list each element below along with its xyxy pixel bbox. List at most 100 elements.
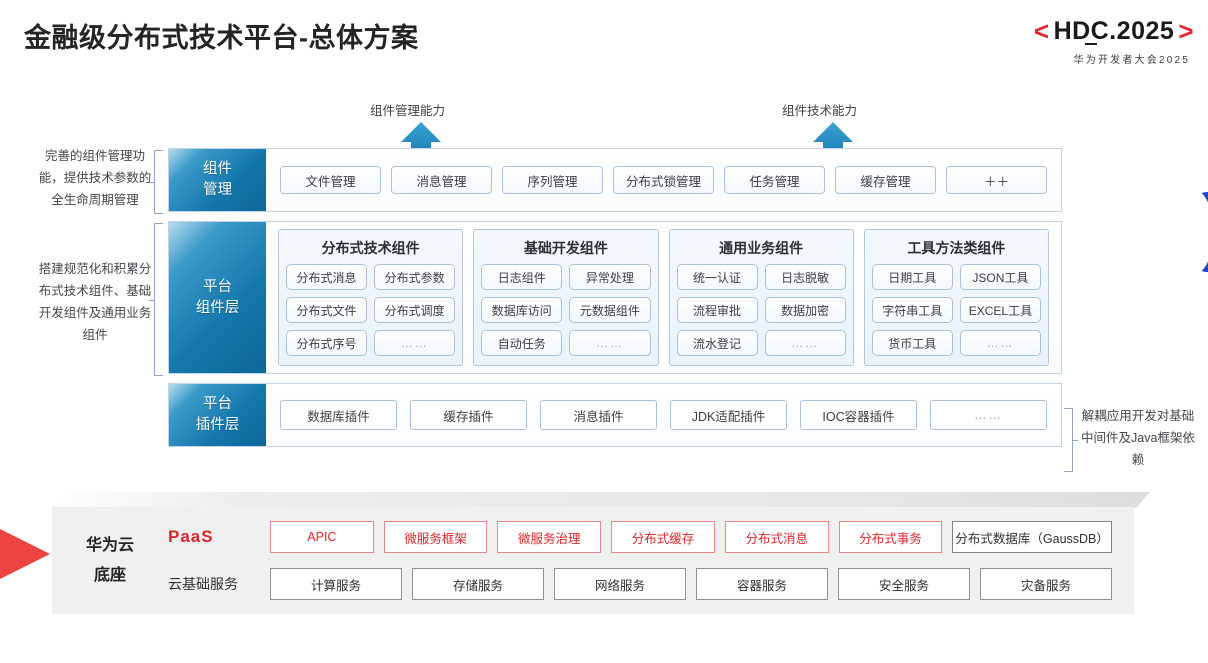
- box-container-service[interactable]: 容器服务: [696, 568, 828, 600]
- chip-jdk-adapter-plugin[interactable]: JDK适配插件: [670, 400, 787, 430]
- group-common-business: 通用业务组件 统一认证 日志脱敏 流程审批 数据加密 流水登记 ……: [668, 229, 854, 366]
- chip-distributed-scheduling[interactable]: 分布式调度: [374, 297, 456, 323]
- chip-metadata-component[interactable]: 元数据组件: [569, 297, 651, 323]
- chip-database-plugin[interactable]: 数据库插件: [280, 400, 397, 430]
- cloud-infra-row-label: 云基础服务: [168, 576, 238, 592]
- box-compute-service[interactable]: 计算服务: [270, 568, 402, 600]
- box-microservice-governance[interactable]: 微服务治理: [497, 521, 602, 553]
- chip-data-encryption[interactable]: 数据加密: [764, 297, 846, 323]
- chip-log-masking[interactable]: 日志脱敏: [764, 264, 846, 290]
- box-microservice-framework[interactable]: 微服务框架: [383, 521, 488, 553]
- chip-sequence-management[interactable]: 序列管理: [502, 166, 603, 194]
- layer-label-plugin: 平台 插件层: [169, 384, 266, 446]
- huawei-cloud-base: 华为云 底座 PaaS APIC 微服务框架 微服务治理 分布式缓存 分布式消息…: [44, 492, 1150, 622]
- layer-label-line1: 平台: [203, 396, 232, 412]
- group-grid: 统一认证 日志脱敏 流程审批 数据加密 流水登记 ……: [676, 264, 846, 358]
- chip-currency-tool[interactable]: 货币工具: [871, 330, 953, 356]
- chip-unified-auth[interactable]: 统一认证: [676, 264, 758, 290]
- chip-distributed-lock-management[interactable]: 分布式锁管理: [613, 166, 714, 194]
- chip-task-management[interactable]: 任务管理: [724, 166, 825, 194]
- chip-date-tool[interactable]: 日期工具: [871, 264, 953, 290]
- side-note-top: 完善的组件管理功能，提供技术参数的全生命周期管理: [38, 149, 152, 207]
- group-title: 分布式技术组件: [321, 240, 420, 256]
- side-note-mid: 搭建规范化和积累分布式技术组件、基础开发组件及通用业务组件: [38, 262, 152, 342]
- red-wedge-decoration: [0, 512, 50, 596]
- group-grid: 日期工具 JSON工具 字符串工具 EXCEL工具 货币工具 ……: [871, 264, 1041, 358]
- chip-file-management[interactable]: 文件管理: [280, 166, 381, 194]
- hdc-logo-text: HDC.2025: [1053, 17, 1175, 45]
- layer-label-management: 组件 管理: [169, 149, 266, 211]
- cloud-infra-row: 云基础服务 计算服务 存储服务 网络服务 容器服务 安全服务 灾备服务: [168, 567, 1112, 601]
- layer-body-management: 文件管理 消息管理 序列管理 分布式锁管理 任务管理 缓存管理 ＋＋: [266, 149, 1061, 211]
- chip-json-tool[interactable]: JSON工具: [959, 264, 1041, 290]
- chip-more-2[interactable]: ……: [764, 330, 846, 356]
- group-title: 通用业务组件: [719, 240, 804, 256]
- paas-row: PaaS APIC 微服务框架 微服务治理 分布式缓存 分布式消息 分布式事务 …: [168, 520, 1112, 554]
- chip-exception-handling[interactable]: 异常处理: [569, 264, 651, 290]
- chip-message-management[interactable]: 消息管理: [391, 166, 492, 194]
- chip-cache-management[interactable]: 缓存管理: [835, 166, 936, 194]
- group-basic-development: 基础开发组件 日志组件 异常处理 数据库访问 元数据组件 自动任务 ……: [473, 229, 659, 366]
- box-apic[interactable]: APIC: [270, 521, 374, 553]
- chip-distributed-sequence[interactable]: 分布式序号: [286, 330, 368, 356]
- layer-platform-components: 平台 组件层 分布式技术组件 分布式消息 分布式参数 分布式文件 分布式调度 分…: [168, 221, 1062, 374]
- chip-message-plugin[interactable]: 消息插件: [540, 400, 657, 430]
- layer-label-platform-components: 平台 组件层: [169, 222, 266, 373]
- box-disaster-recovery-service[interactable]: 灾备服务: [980, 568, 1112, 600]
- architecture-stack: 组件 管理 文件管理 消息管理 序列管理 分布式锁管理 任务管理 缓存管理 ＋＋…: [168, 148, 1062, 456]
- box-storage-service[interactable]: 存储服务: [412, 568, 544, 600]
- chip-distributed-parameter[interactable]: 分布式参数: [374, 264, 456, 290]
- layer-body-platform-components: 分布式技术组件 分布式消息 分布式参数 分布式文件 分布式调度 分布式序号 ………: [266, 222, 1061, 373]
- group-grid: 日志组件 异常处理 数据库访问 元数据组件 自动任务 ……: [481, 264, 651, 358]
- chip-automatic-task[interactable]: 自动任务: [481, 330, 563, 356]
- layer-plugin: 平台 插件层 数据库插件 缓存插件 消息插件 JDK适配插件 IOC容器插件 ……: [168, 383, 1062, 447]
- layer-label-line2: 管理: [203, 182, 232, 198]
- box-distributed-cache[interactable]: 分布式缓存: [611, 521, 715, 553]
- group-title: 工具方法类组件: [907, 240, 1006, 256]
- bracket-platform-components: [149, 223, 163, 376]
- group-title: 基础开发组件: [523, 240, 608, 256]
- group-distributed-tech: 分布式技术组件 分布式消息 分布式参数 分布式文件 分布式调度 分布式序号 ……: [278, 229, 464, 366]
- chip-distributed-file[interactable]: 分布式文件: [286, 297, 368, 323]
- box-network-service[interactable]: 网络服务: [554, 568, 686, 600]
- chip-more-1[interactable]: ……: [569, 330, 651, 356]
- side-note-right: 解耦应用开发对基础中间件及Java框架依赖: [1081, 409, 1195, 467]
- bracket-plugin: [1064, 408, 1078, 472]
- chip-ioc-container-plugin[interactable]: IOC容器插件: [800, 400, 917, 430]
- chip-transaction-record[interactable]: 流水登记: [676, 330, 758, 356]
- chip-log-component[interactable]: 日志组件: [481, 264, 563, 290]
- hdc-right-bracket-icon: >: [1178, 16, 1194, 46]
- box-distributed-transaction[interactable]: 分布式事务: [838, 521, 943, 553]
- chip-database-access[interactable]: 数据库访问: [481, 297, 563, 323]
- arrow-left-label: 组件管理能力: [370, 104, 446, 118]
- chip-add-more[interactable]: ＋＋: [946, 166, 1047, 194]
- layer-body-plugin: 数据库插件 缓存插件 消息插件 JDK适配插件 IOC容器插件 ……: [266, 384, 1061, 446]
- layer-label-line2: 插件层: [195, 417, 240, 433]
- layer-label-line1: 平台: [203, 278, 232, 295]
- hdc-logo-subtitle: 华为开发者大会2025: [1073, 55, 1190, 66]
- layer-label-line2: 组件层: [195, 299, 240, 316]
- paas-row-label: PaaS: [168, 527, 214, 546]
- chip-cache-plugin[interactable]: 缓存插件: [410, 400, 527, 430]
- box-security-service[interactable]: 安全服务: [838, 568, 970, 600]
- chip-excel-tool[interactable]: EXCEL工具: [959, 297, 1041, 323]
- base-label-line1: 华为云: [85, 536, 134, 554]
- box-distributed-message[interactable]: 分布式消息: [724, 521, 829, 553]
- page-title: 金融级分布式技术平台-总体方案: [24, 23, 419, 53]
- box-distributed-database-gaussdb[interactable]: 分布式数据库（GaussDB）: [952, 521, 1112, 553]
- base-label: 华为云 底座: [52, 531, 168, 591]
- chip-plugin-more[interactable]: ……: [930, 400, 1047, 430]
- chip-more-3[interactable]: ……: [959, 330, 1041, 356]
- slab-bevel: [44, 492, 1150, 508]
- slab-body: 华为云 底座 PaaS APIC 微服务框架 微服务治理 分布式缓存 分布式消息…: [52, 507, 1134, 614]
- hdc-logo: < HDC.2025 > 华为开发者大会2025: [944, 16, 1194, 66]
- bracket-management: [149, 150, 163, 214]
- group-grid: 分布式消息 分布式参数 分布式文件 分布式调度 分布式序号 ……: [286, 264, 456, 358]
- chip-string-tool[interactable]: 字符串工具: [871, 297, 953, 323]
- chip-process-approval[interactable]: 流程审批: [676, 297, 758, 323]
- arrow-right-label: 组件技术能力: [782, 104, 858, 118]
- chip-more-0[interactable]: ……: [374, 330, 456, 356]
- base-label-line2: 底座: [93, 566, 126, 584]
- chip-distributed-message[interactable]: 分布式消息: [286, 264, 368, 290]
